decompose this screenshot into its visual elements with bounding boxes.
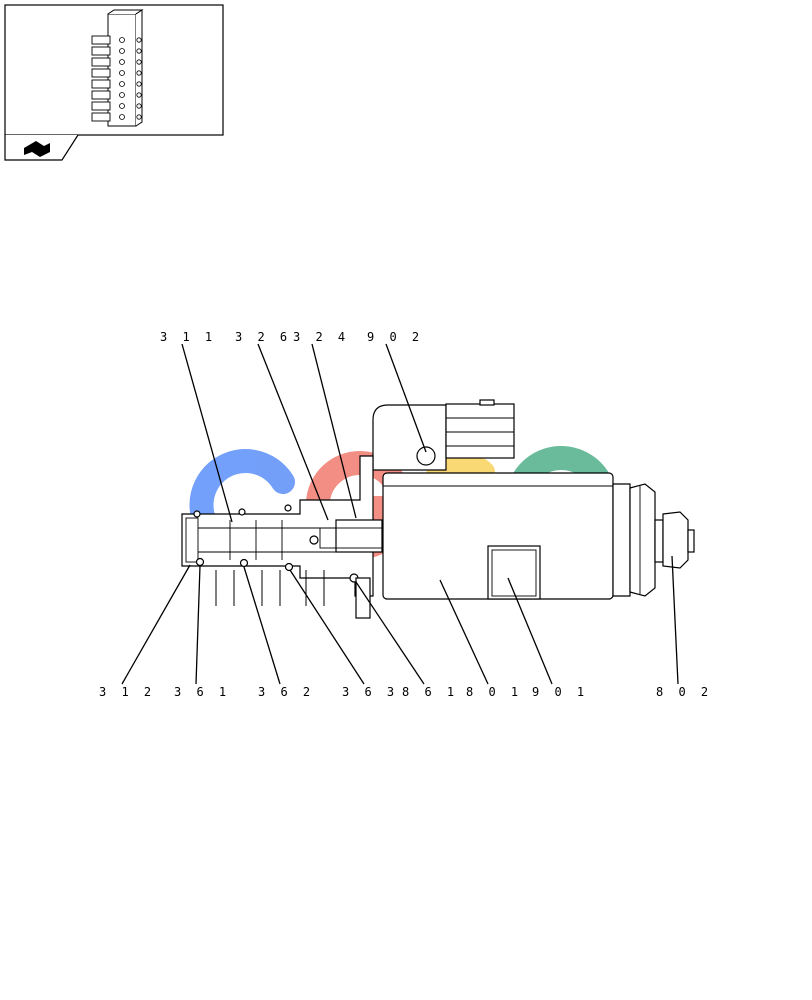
thumbnail-frame bbox=[4, 4, 224, 161]
callout-801: 8 0 1 bbox=[466, 685, 522, 699]
nameplate bbox=[487, 545, 541, 600]
thumbnail-port bbox=[119, 92, 125, 98]
callout-901: 9 0 1 bbox=[532, 685, 588, 699]
callout-324: 3 2 4 bbox=[293, 330, 349, 344]
thumbnail-port bbox=[119, 70, 125, 76]
thumbnail-spool bbox=[91, 90, 111, 100]
thumbnail-port bbox=[119, 48, 125, 54]
thumbnail-side-port bbox=[136, 59, 142, 65]
o-ring-361 bbox=[195, 557, 205, 567]
thumbnail-side-port bbox=[136, 70, 142, 76]
thumbnail-side-port bbox=[136, 114, 142, 120]
thumbnail-port bbox=[119, 37, 125, 43]
callout-802: 8 0 2 bbox=[656, 685, 712, 699]
callout-362: 3 6 2 bbox=[258, 685, 314, 699]
callout-326: 3 2 6 bbox=[235, 330, 291, 344]
callout-labels: 3 1 1 3 2 6 3 2 4 9 0 2 3 1 2 3 6 1 3 6 … bbox=[99, 330, 712, 699]
thumbnail-side-port bbox=[136, 48, 142, 54]
thumbnail-spool bbox=[91, 57, 111, 67]
leader-lines bbox=[121, 343, 679, 685]
thumbnail-spool bbox=[91, 46, 111, 56]
solenoid-valve bbox=[181, 399, 695, 619]
callout-311: 3 1 1 bbox=[160, 330, 216, 344]
thumbnail-spool bbox=[91, 79, 111, 89]
thumbnail-side-port bbox=[136, 37, 142, 43]
thumbnail-spool bbox=[91, 68, 111, 78]
thumbnail-spool bbox=[91, 35, 111, 45]
thumbnail-side-port bbox=[136, 103, 142, 109]
callout-361: 3 6 1 bbox=[174, 685, 230, 699]
thumbnail-port bbox=[119, 114, 125, 120]
thumbnail-side-port bbox=[136, 92, 142, 98]
callout-861: 8 6 1 bbox=[402, 685, 458, 699]
thumbnail-port bbox=[119, 103, 125, 109]
callout-902: 9 0 2 bbox=[367, 330, 423, 344]
connector-screw bbox=[416, 446, 436, 466]
callout-363: 3 6 3 bbox=[342, 685, 398, 699]
thumbnail-spool bbox=[91, 112, 111, 122]
thumbnail-spool bbox=[91, 101, 111, 111]
thumbnail-port bbox=[119, 59, 125, 65]
return-arrow-icon[interactable] bbox=[24, 141, 50, 157]
thumbnail-valve-block bbox=[91, 9, 144, 127]
thumbnail-port bbox=[119, 81, 125, 87]
callout-312: 3 1 2 bbox=[99, 685, 155, 699]
o-ring-363 bbox=[284, 562, 294, 572]
thumbnail-side-port bbox=[136, 81, 142, 87]
o-ring-362 bbox=[239, 558, 249, 568]
